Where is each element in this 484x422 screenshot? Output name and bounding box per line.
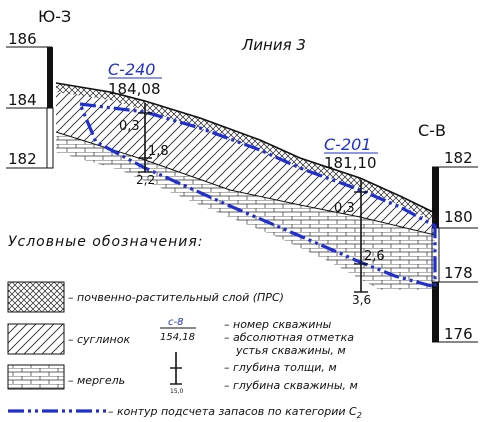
borehole-c240-id: С-240	[108, 60, 155, 79]
borehole-c201-mid-depth: 2,6	[364, 249, 385, 264]
legend: Условные обозначения: – почвенно-растите…	[7, 234, 362, 420]
legend-soil-label: – почвенно-растительный слой (ПРС)	[68, 291, 284, 304]
right-scale-label-180: 180	[444, 208, 473, 226]
legend-borehole-label-1: – номер скважины	[224, 318, 332, 331]
legend-loam-label: – суглинок	[68, 333, 130, 346]
borehole-c240-elevation: 184,08	[108, 80, 161, 98]
legend-borehole-label-3: устья скважины, м	[235, 344, 346, 357]
right-scale: 182 180 178 176	[431, 149, 478, 343]
borehole-c240: С-240 184,08 0,3 1,8 2,2	[108, 60, 169, 187]
left-scale-white-segment	[46, 107, 54, 169]
right-scale-label-178: 178	[444, 264, 473, 282]
legend-depth-label-1: – глубина толщи, м	[224, 361, 337, 374]
borehole-c201-id: С-201	[324, 135, 371, 154]
legend-marl-label: – мергель	[68, 374, 125, 387]
borehole-c201-total-depth: 3,6	[352, 293, 371, 307]
legend-marl-swatch	[7, 364, 65, 390]
borehole-c240-top-depth: 0,3	[119, 119, 140, 134]
loam-marl-boundary	[55, 131, 436, 236]
borehole-c240-total-depth: 2,2	[136, 173, 155, 187]
legend-contour-label: – контур подсчета запасов по категории С…	[108, 405, 362, 420]
reserve-contour	[77, 102, 437, 290]
left-scale-label-186: 186	[8, 30, 37, 48]
left-scale-label-184: 184	[8, 91, 37, 109]
direction-right-label: С-В	[418, 121, 446, 140]
legend-title: Условные обозначения:	[8, 234, 203, 250]
borehole-c201-top-depth: 0,3	[334, 201, 355, 216]
left-scale-black-segment	[47, 47, 53, 108]
direction-left-label: Ю-З	[38, 7, 71, 26]
right-scale-black-segment-2	[432, 282, 439, 342]
legend-borehole-sample-id: с-8	[168, 317, 183, 328]
right-scale-label-176: 176	[444, 325, 473, 343]
borehole-c201-elevation: 181,10	[324, 154, 377, 172]
legend-depth-label-2: – глубина скважины, м	[224, 379, 358, 392]
right-scale-label-182: 182	[444, 149, 473, 167]
legend-soil-swatch	[7, 281, 65, 313]
right-scale-black-segment-1	[432, 167, 439, 228]
borehole-c240-mid-depth: 1,8	[148, 144, 169, 159]
legend-depth-sample-value: 15,0	[170, 388, 184, 395]
loam-layer	[56, 92, 435, 235]
borehole-c201: С-201 181,10 0,3 2,6 3,6	[324, 135, 385, 307]
left-scale: 186 184 182	[6, 30, 54, 169]
legend-loam-swatch	[7, 323, 65, 355]
legend-borehole-label-2: – абсолютная отметка	[224, 331, 354, 344]
ground-surface-line	[55, 82, 436, 214]
left-scale-label-182: 182	[8, 150, 37, 168]
legend-borehole-sample-elevation: 154,18	[160, 332, 195, 343]
soil-layer	[56, 83, 435, 222]
line-title: Линия 3	[241, 36, 306, 54]
